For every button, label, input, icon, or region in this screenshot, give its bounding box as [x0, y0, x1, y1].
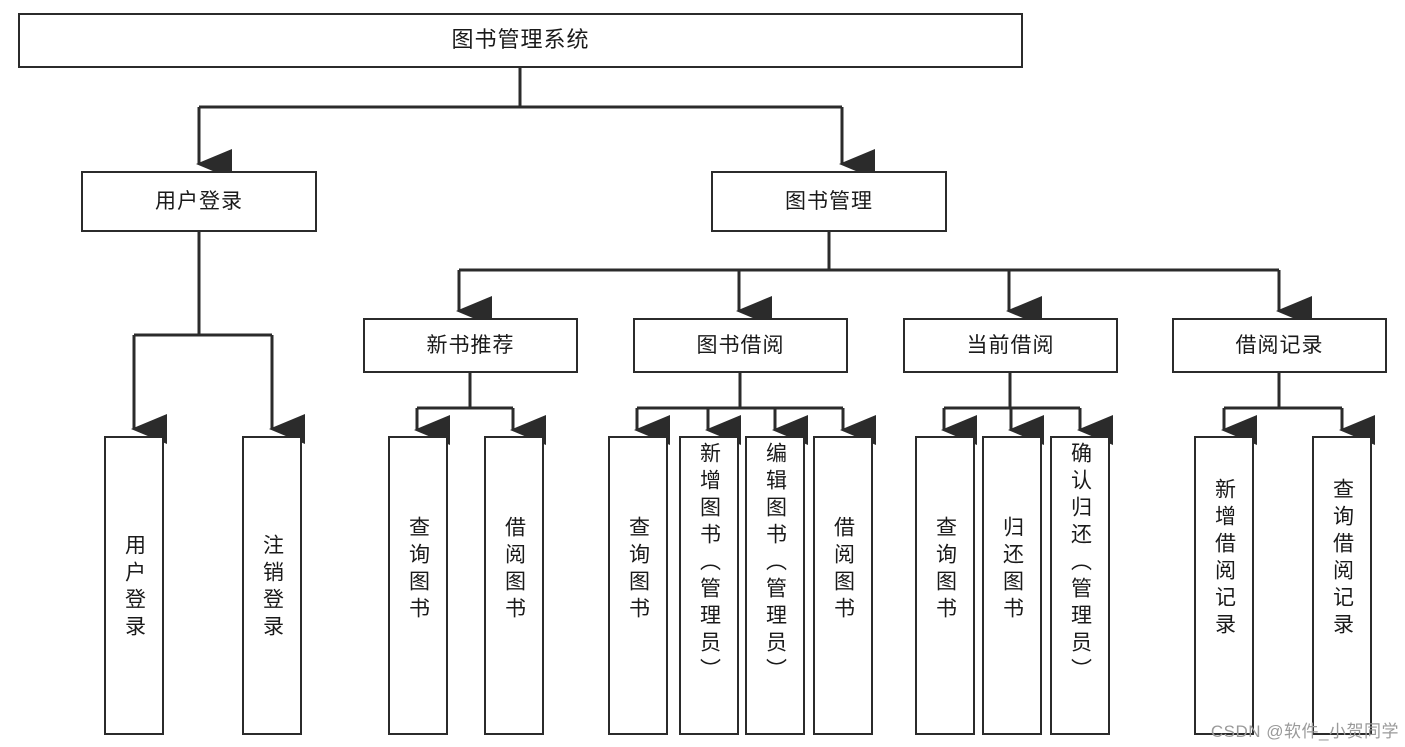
node-leaf-edit-book-label: 编辑图书（管理员）: [763, 442, 787, 685]
node-user-login[interactable]: 用户登录: [81, 171, 317, 232]
node-leaf-borrow-book-1-label: 借阅图书: [502, 516, 526, 624]
node-book-manage-label: 图书管理: [785, 189, 873, 213]
node-leaf-add-book-label: 新增图书（管理员）: [697, 442, 721, 685]
node-book-borrow-label: 图书借阅: [696, 333, 785, 357]
node-leaf-confirm-return[interactable]: 确认归还（管理员）: [1050, 436, 1110, 735]
node-leaf-borrow-book-1[interactable]: 借阅图书: [484, 436, 544, 735]
edge-bookborrow-to-leaves: [634, 373, 876, 445]
node-new-book-rec-label: 新书推荐: [426, 333, 515, 357]
node-leaf-query-book-3-label: 查询图书: [933, 516, 957, 624]
node-leaf-query-book-1[interactable]: 查询图书: [388, 436, 448, 735]
node-leaf-add-book[interactable]: 新增图书（管理员）: [679, 436, 739, 735]
node-leaf-query-book-1-label: 查询图书: [406, 516, 430, 624]
node-borrow-record-label: 借阅记录: [1235, 333, 1324, 357]
node-leaf-query-record-label: 查询借阅记录: [1330, 478, 1354, 640]
node-leaf-confirm-return-label: 确认归还（管理员）: [1068, 442, 1092, 685]
node-leaf-query-book-2[interactable]: 查询图书: [608, 436, 668, 735]
edge-root-to-level2: [196, 68, 875, 179]
csdn-watermark: CSDN @软件_小贺同学: [1210, 722, 1399, 741]
edge-currentborrow-to-leaves: [941, 373, 1113, 445]
node-leaf-query-record[interactable]: 查询借阅记录: [1312, 436, 1372, 735]
node-leaf-user-login[interactable]: 用户登录: [104, 436, 164, 735]
node-leaf-edit-book[interactable]: 编辑图书（管理员）: [745, 436, 805, 735]
node-leaf-logout-label: 注销登录: [260, 534, 284, 642]
node-leaf-borrow-book-2-label: 借阅图书: [831, 516, 855, 624]
node-leaf-borrow-book-2[interactable]: 借阅图书: [813, 436, 873, 735]
edge-bookmanage-to-level3: [456, 232, 1312, 326]
edge-newbook-to-leaves: [414, 373, 546, 445]
node-leaf-query-book-3[interactable]: 查询图书: [915, 436, 975, 735]
node-leaf-query-book-2-label: 查询图书: [626, 516, 650, 624]
edge-userlogin-to-leaves: [131, 232, 305, 444]
node-book-manage[interactable]: 图书管理: [711, 171, 947, 232]
node-user-login-label: 用户登录: [155, 189, 243, 213]
node-leaf-add-record-label: 新增借阅记录: [1212, 478, 1236, 640]
edge-borrowrecord-to-leaves: [1221, 373, 1375, 445]
node-root-label: 图书管理系统: [451, 27, 590, 53]
node-current-borrow-label: 当前借阅: [966, 333, 1055, 357]
node-leaf-logout[interactable]: 注销登录: [242, 436, 302, 735]
node-book-borrow[interactable]: 图书借阅: [633, 318, 848, 373]
node-leaf-return-book[interactable]: 归还图书: [982, 436, 1042, 735]
node-root[interactable]: 图书管理系统: [18, 13, 1023, 68]
node-borrow-record[interactable]: 借阅记录: [1172, 318, 1387, 373]
node-new-book-rec[interactable]: 新书推荐: [363, 318, 578, 373]
node-leaf-user-login-label: 用户登录: [122, 534, 146, 642]
node-leaf-return-book-label: 归还图书: [1000, 516, 1024, 624]
node-leaf-add-record[interactable]: 新增借阅记录: [1194, 436, 1254, 735]
node-current-borrow[interactable]: 当前借阅: [903, 318, 1118, 373]
